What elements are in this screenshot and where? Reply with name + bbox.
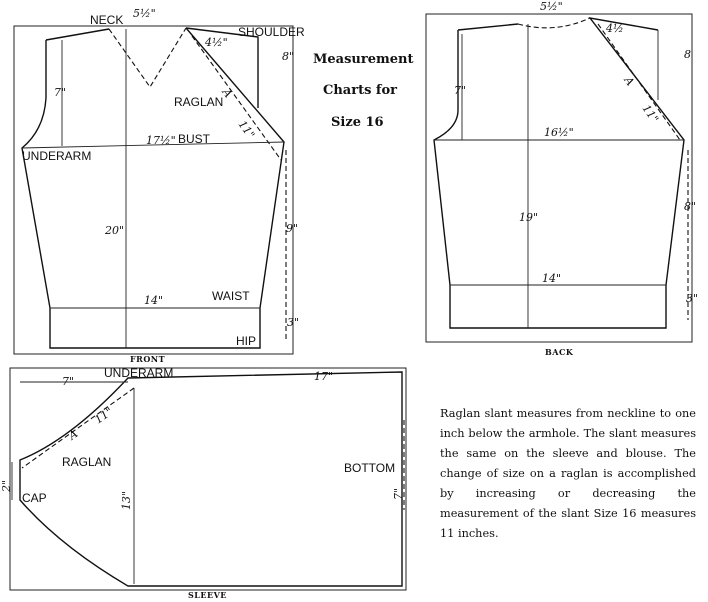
front-underarm-label: UNDERARM [22,149,91,163]
back-hip-measure: 3" [686,292,698,305]
back-armhole-measure: 7" [454,84,466,97]
sleeve-bottom-label: BOTTOM [344,461,395,475]
sleeve-slant-measure: 11" [92,405,115,427]
front-slant-top-measure: 4½" [204,36,228,49]
front-chart: NECK 5½" SHOULDER 8" 4½" RAGLAN A 11" 7"… [13,7,305,364]
front-waist-measure: 14" [144,294,163,307]
sleeve-width-measure: 13" [120,491,133,510]
front-outline [21,27,285,349]
sleeve-caption: SLEEVE [188,590,227,600]
front-bust-line [21,141,285,149]
front-hip-measure: 3" [287,316,299,329]
front-waist-label: WAIST [212,289,250,303]
back-chart: 5½" 4½ 8 7" A 11" 16½" 19" 8" 14" 3" BAC… [425,0,698,357]
front-neck-measure: 5½" [133,7,156,20]
sleeve-top-measure: 7" [62,375,74,388]
front-caption: FRONT [130,354,165,364]
sleeve-slant-mark: A [65,427,80,443]
front-neck-label: NECK [90,13,123,27]
raglan-note: Raglan slant measures from neckline to o… [440,407,696,540]
sleeve-bottom-measure-label: 7" [392,488,405,500]
front-hip-label: HIP [236,334,256,348]
back-side-measure-label: 8" [684,200,696,213]
sleeve-outline [19,371,403,587]
sleeve-raglan-label: RAGLAN [62,455,111,469]
title-line-2: Charts for [323,83,397,98]
sleeve-length-measure: 17" [314,370,333,383]
front-bust-measure: 17½" [146,134,176,147]
back-shoulder-measure: 8 [684,48,691,61]
back-neck-measure: 5½" [540,0,563,13]
sleeve-raglan-slant [21,387,135,469]
title-line-1: Measurement [313,52,413,67]
front-armhole-measure: 7" [54,86,66,99]
sleeve-underarm-label: UNDERARM [104,366,173,380]
front-shoulder-label: SHOULDER [238,25,305,39]
back-slant-top-measure: 4½ [605,22,624,35]
front-length-measure: 20" [104,224,124,237]
back-neckline [517,17,591,29]
front-bust-label: BUST [178,132,211,146]
front-shoulder-line [185,27,259,108]
back-length-measure: 19" [519,211,538,224]
sleeve-frame [9,367,407,591]
front-neckline [108,27,187,89]
sleeve-cap-label: CAP [22,491,47,505]
front-raglan-label: RAGLAN [174,95,223,109]
back-bust-measure: 16½" [544,126,574,139]
front-shoulder-measure: 8" [282,50,294,63]
front-side-measure-label: 9" [286,222,298,235]
back-waist-measure: 14" [542,272,561,285]
chart-title: Measurement Charts for Size 16 [313,52,413,130]
back-frame [425,13,693,343]
title-line-3: Size 16 [331,115,384,130]
sleeve-chart: UNDERARM 7" 17" A 11" RAGLAN BOTTOM 2" C… [0,366,407,600]
sleeve-cap-measure: 2" [0,480,13,493]
front-frame [13,25,294,355]
front-raglan-slant [191,35,282,161]
back-caption: BACK [545,347,574,357]
